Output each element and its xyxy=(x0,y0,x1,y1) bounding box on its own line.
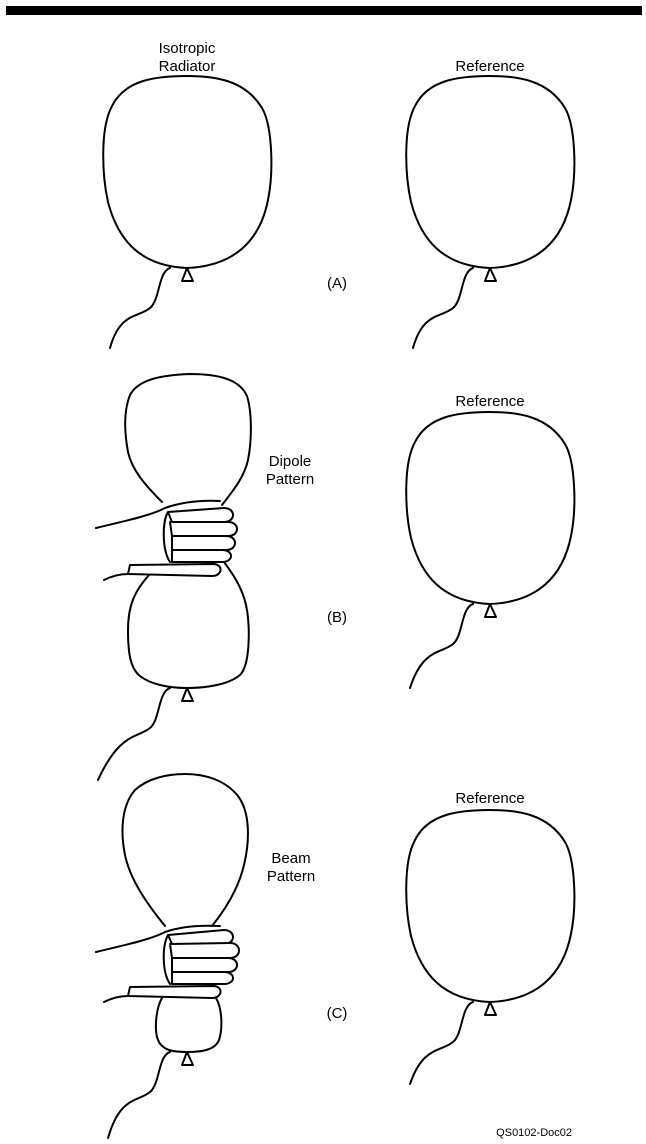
top-rule xyxy=(6,6,642,15)
hand-icon-dipole xyxy=(95,499,238,581)
beam-balloon xyxy=(107,773,249,1139)
dipole-balloon xyxy=(97,373,252,781)
reference-balloon-b xyxy=(405,411,576,689)
reference-balloon-c xyxy=(405,809,576,1085)
dipole-label-line1: Dipole xyxy=(269,453,312,470)
panel-label-c: (C) xyxy=(327,1005,348,1022)
isotropic-balloon xyxy=(102,75,273,349)
reference-label-c: Reference xyxy=(455,790,524,807)
isotropic-label-line2: Radiator xyxy=(159,58,216,75)
reference-label-a: Reference xyxy=(455,58,524,75)
dipole-label-line2: Pattern xyxy=(266,471,314,488)
panel-label-b: (B) xyxy=(327,609,347,626)
hand-icon-beam xyxy=(95,924,240,1003)
reference-label-b: Reference xyxy=(455,393,524,410)
document-id: QS0102-Doc02 xyxy=(496,1127,572,1139)
beam-label-line2: Pattern xyxy=(267,868,315,885)
isotropic-label-line1: Isotropic xyxy=(159,40,216,57)
beam-label-line1: Beam xyxy=(271,850,310,867)
panel-label-a: (A) xyxy=(327,275,347,292)
reference-balloon-a xyxy=(405,75,576,349)
